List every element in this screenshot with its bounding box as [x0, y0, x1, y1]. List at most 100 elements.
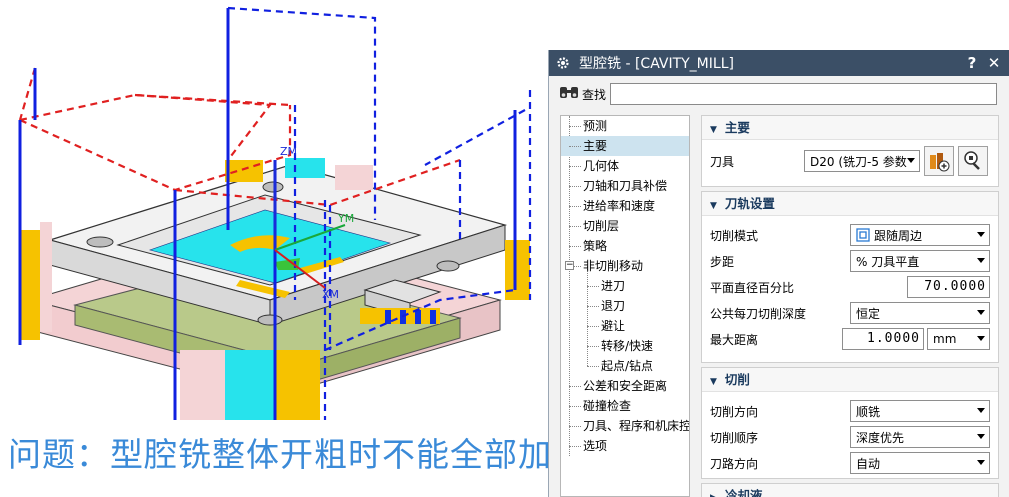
- nav-item-label: 退刀: [601, 299, 626, 313]
- collapse-caret-icon: ▼: [710, 125, 717, 135]
- find-input[interactable]: [610, 83, 998, 105]
- settings-panel: ▼主要 刀具 D20 (铣刀-5 参数 ▼刀轨设置 切削模式 跟随周边 步距: [701, 115, 1001, 497]
- nav-item[interactable]: 公差和安全距离: [561, 376, 689, 396]
- depth-select[interactable]: 恒定: [850, 302, 990, 324]
- tree-connector: [569, 426, 581, 427]
- cut-direction-value: 顺铣: [856, 404, 881, 419]
- tree-connector: [587, 286, 599, 287]
- tree-connector: [569, 166, 581, 167]
- dropdown-arrow-icon: [977, 434, 985, 439]
- new-tool-icon: [930, 153, 950, 172]
- tree-connector: [569, 266, 581, 267]
- nav-item-label: 预测: [583, 119, 608, 133]
- nav-item[interactable]: 退刀: [561, 296, 689, 316]
- cad-viewport[interactable]: ZM YM XM 问题：型腔铣整体开粗时不能全部加工: [0, 0, 585, 497]
- percent-label: 平面直径百分比: [710, 280, 795, 295]
- dropdown-arrow-icon: [977, 310, 985, 315]
- edit-tool-button[interactable]: [958, 146, 988, 176]
- stepover-label: 步距: [710, 254, 735, 269]
- nav-item[interactable]: 几何体: [561, 156, 689, 176]
- path-settings-group: ▼刀轨设置 切削模式 跟随周边 步距 % 刀具平直 平面直径百分比 70.000…: [701, 191, 999, 363]
- max-distance-label: 最大距离: [710, 332, 759, 347]
- nav-item-label: 主要: [583, 139, 608, 153]
- dialog-titlebar[interactable]: 型腔铣 - [CAVITY_MILL] ? ✕: [549, 50, 1009, 76]
- cut-direction-select[interactable]: 顺铣: [850, 400, 990, 422]
- expand-caret-icon: ▶: [710, 493, 717, 497]
- cooling-group-header[interactable]: ▶ 冷却液: [702, 484, 998, 497]
- nav-item-label: 碰撞检查: [583, 399, 632, 413]
- cut-order-value: 深度优先: [856, 430, 905, 445]
- path-direction-select[interactable]: 自动: [850, 452, 990, 474]
- collapse-caret-icon: ▼: [710, 201, 717, 211]
- dropdown-arrow-icon: [977, 232, 985, 237]
- max-distance-unit-select[interactable]: mm: [927, 328, 990, 350]
- stepover-select[interactable]: % 刀具平直: [850, 250, 990, 272]
- dropdown-arrow-icon: [907, 158, 915, 163]
- path-settings-header[interactable]: ▼刀轨设置: [702, 192, 998, 216]
- max-distance-input[interactable]: 1.0000: [842, 328, 924, 350]
- nav-item-label: 切削层: [583, 219, 620, 233]
- dialog-title: 型腔铣 - [CAVITY_MILL]: [579, 56, 734, 72]
- percent-input[interactable]: 70.0000: [907, 276, 990, 298]
- nav-item[interactable]: 避让: [561, 316, 689, 336]
- cut-order-select[interactable]: 深度优先: [850, 426, 990, 448]
- nav-item[interactable]: 策略: [561, 236, 689, 256]
- tree-connector: [587, 346, 599, 347]
- nav-item-label: 刀轴和刀具补偿: [583, 179, 668, 193]
- cooling-group-title: 冷却液: [724, 488, 763, 497]
- collapse-caret-icon: ▼: [710, 377, 717, 387]
- cut-group-header[interactable]: ▼ 切削: [702, 368, 998, 392]
- cut-group-title: 切削: [724, 372, 750, 387]
- tree-connector: [569, 386, 581, 387]
- nav-item[interactable]: 主要: [561, 136, 689, 156]
- cut-pattern-value: 跟随周边: [874, 228, 923, 243]
- tree-subline: [587, 266, 588, 366]
- cut-pattern-label: 切削模式: [710, 228, 759, 243]
- tree-connector: [587, 366, 599, 367]
- nav-item[interactable]: 刀具、程序和机床控: [561, 416, 689, 436]
- new-tool-button[interactable]: [924, 146, 954, 176]
- collapse-toggle-icon[interactable]: −: [565, 260, 574, 270]
- help-button[interactable]: ?: [967, 54, 977, 72]
- nav-item[interactable]: 切削层: [561, 216, 689, 236]
- close-button[interactable]: ✕: [987, 54, 1001, 72]
- navigation-tree: 预测主要几何体刀轴和刀具补偿进给率和速度切削层策略 −非切削移动进刀退刀避让转移/…: [560, 115, 690, 497]
- nav-item-label: 公差和安全距离: [583, 379, 668, 393]
- nav-item-label: 策略: [583, 239, 608, 253]
- cut-pattern-select[interactable]: 跟随周边: [850, 224, 990, 246]
- dropdown-arrow-icon: [977, 336, 985, 341]
- nav-item-label: 转移/快速: [601, 339, 654, 353]
- xm-axis-label: XM: [322, 288, 339, 301]
- depth-value: 恒定: [856, 306, 881, 321]
- tree-connector: [569, 186, 581, 187]
- stepover-value: % 刀具平直: [856, 254, 920, 269]
- nav-item[interactable]: 选项: [561, 436, 689, 456]
- nav-item[interactable]: 进给率和速度: [561, 196, 689, 216]
- nav-item-label: 选项: [583, 439, 608, 453]
- nav-item-label: 几何体: [583, 159, 620, 173]
- nav-item[interactable]: 碰撞检查: [561, 396, 689, 416]
- nav-item[interactable]: 起点/钻点: [561, 356, 689, 376]
- nav-item[interactable]: 进刀: [561, 276, 689, 296]
- max-distance-unit: mm: [933, 332, 957, 346]
- nav-item[interactable]: 刀轴和刀具补偿: [561, 176, 689, 196]
- tree-connector: [569, 126, 581, 127]
- nav-item[interactable]: −非切削移动: [561, 256, 689, 276]
- nav-item[interactable]: 预测: [561, 116, 689, 136]
- nav-item[interactable]: 转移/快速: [561, 336, 689, 356]
- ym-axis-label: YM: [337, 212, 354, 225]
- tool-select-value: D20 (铣刀-5 参数: [810, 154, 907, 169]
- tree-connector: [569, 446, 581, 447]
- problem-caption: 问题：型腔铣整体开粗时不能全部加工: [8, 435, 586, 474]
- tree-connector: [587, 326, 599, 327]
- depth-label: 公共每刀切削深度: [710, 306, 807, 321]
- tree-connector: [569, 246, 581, 247]
- binoculars-icon: [559, 84, 579, 104]
- main-group-header[interactable]: ▼主要: [702, 116, 998, 140]
- tree-connector: [569, 146, 581, 147]
- tool-select[interactable]: D20 (铣刀-5 参数: [804, 150, 920, 172]
- cavity-mill-dialog: 型腔铣 - [CAVITY_MILL] ? ✕ 查找 预测主要几何体刀轴和刀具补…: [548, 50, 1009, 497]
- tree-line: [569, 116, 570, 456]
- wrench-icon: [964, 151, 980, 170]
- find-label: 查找: [582, 87, 607, 102]
